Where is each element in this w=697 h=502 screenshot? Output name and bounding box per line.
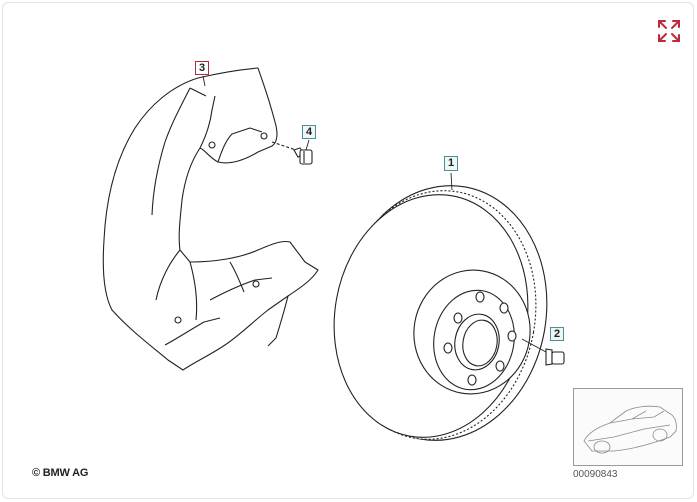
callout-1-rotor[interactable]: 1 [444, 156, 458, 171]
thumbnail-code: 00090843 [573, 469, 618, 480]
hex-bolt [271, 141, 313, 165]
brake-rotor [333, 185, 548, 441]
car-silhouette-icon [583, 405, 677, 454]
expand-arrows-icon [658, 20, 680, 42]
vehicle-thumbnail[interactable] [573, 388, 683, 466]
callout-3-shield[interactable]: 3 [195, 61, 209, 75]
countersunk-screw [545, 348, 565, 366]
callout-4-bolt[interactable]: 4 [302, 125, 316, 139]
copyright-text: © BMW AG [32, 467, 89, 479]
expand-icon[interactable] [656, 18, 682, 44]
callout-2-screw[interactable]: 2 [550, 327, 564, 341]
brake-dust-shield [102, 67, 319, 371]
